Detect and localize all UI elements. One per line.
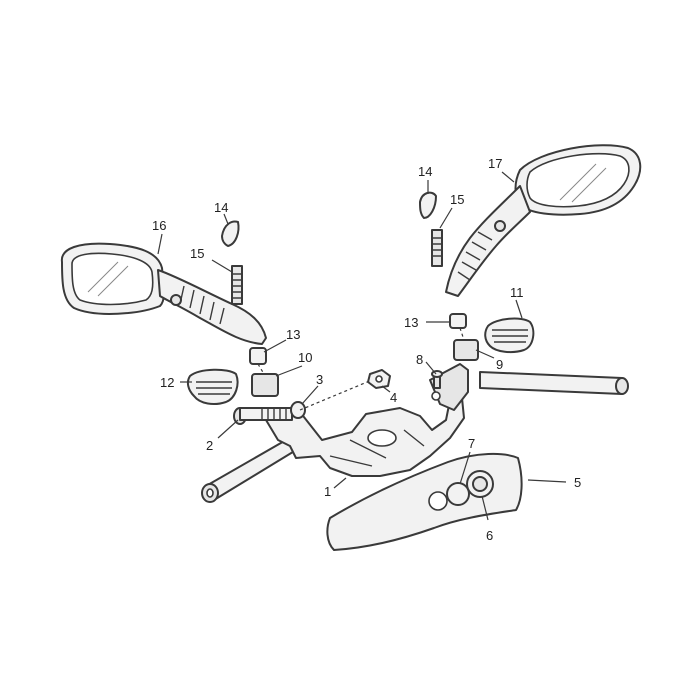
callout-9: 9 (496, 357, 503, 372)
callout-6: 6 (486, 528, 493, 543)
cap-right (419, 191, 437, 219)
spacer-left (249, 347, 267, 365)
callout-17: 17 (488, 156, 502, 171)
callout-7: 7 (468, 436, 475, 451)
spacer-right (449, 313, 467, 329)
cap-left (221, 220, 240, 247)
callout-2: 2 (206, 438, 213, 453)
knob-6 (466, 470, 494, 498)
handlebar-right-tube (479, 371, 629, 395)
callout-14-left: 14 (214, 200, 228, 215)
callout-13-left: 13 (286, 327, 300, 342)
callout-15-right: 15 (450, 192, 464, 207)
assembly-lines (257, 327, 465, 411)
callout-8: 8 (416, 352, 423, 367)
grip-pad-right (484, 317, 535, 354)
callout-3: 3 (316, 372, 323, 387)
nut-4 (367, 369, 391, 389)
grip-pad-left (186, 368, 239, 405)
main-bracket (265, 363, 469, 477)
leader-lines (157, 171, 567, 521)
callout-11: 11 (510, 285, 524, 300)
washer-3 (290, 401, 306, 419)
screw-right (431, 229, 443, 267)
callout-5: 5 (574, 475, 581, 490)
callout-10: 10 (298, 350, 312, 365)
holder-right (453, 339, 479, 361)
callout-4: 4 (390, 390, 397, 405)
callout-14-right: 14 (418, 164, 432, 179)
callout-15-left: 15 (190, 246, 204, 261)
screw-left (231, 265, 243, 305)
callout-16: 16 (152, 218, 166, 233)
callout-13-right: 13 (404, 315, 418, 330)
callout-1: 1 (324, 484, 331, 499)
callouts: 1 2 3 4 5 6 7 8 9 10 11 12 13 13 14 14 1… (152, 156, 581, 543)
left-mirror (60, 242, 267, 345)
handlebar-left-tube (201, 431, 307, 503)
screw-8 (431, 370, 443, 389)
holder-left (251, 373, 279, 397)
knob-7 (446, 482, 470, 506)
right-mirror (445, 144, 642, 297)
bolt-2 (233, 407, 293, 425)
callout-12: 12 (160, 375, 174, 390)
